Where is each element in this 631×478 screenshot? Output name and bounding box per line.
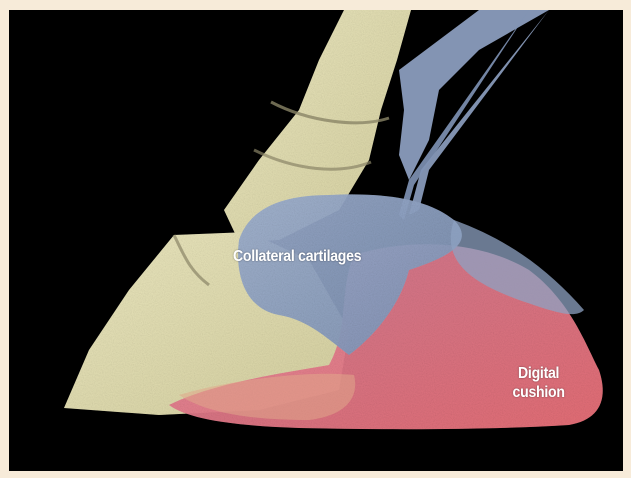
label-digital-cushion-line2: cushion [513, 383, 565, 402]
label-digital-cushion: Digital cushion [513, 364, 565, 402]
hoof-anatomy-illustration: Collateral cartilages Digital cushion [9, 10, 623, 471]
flexor-tendon [399, 10, 549, 180]
label-collateral-cartilages: Collateral cartilages [233, 247, 361, 266]
label-digital-cushion-line1: Digital [513, 364, 565, 383]
